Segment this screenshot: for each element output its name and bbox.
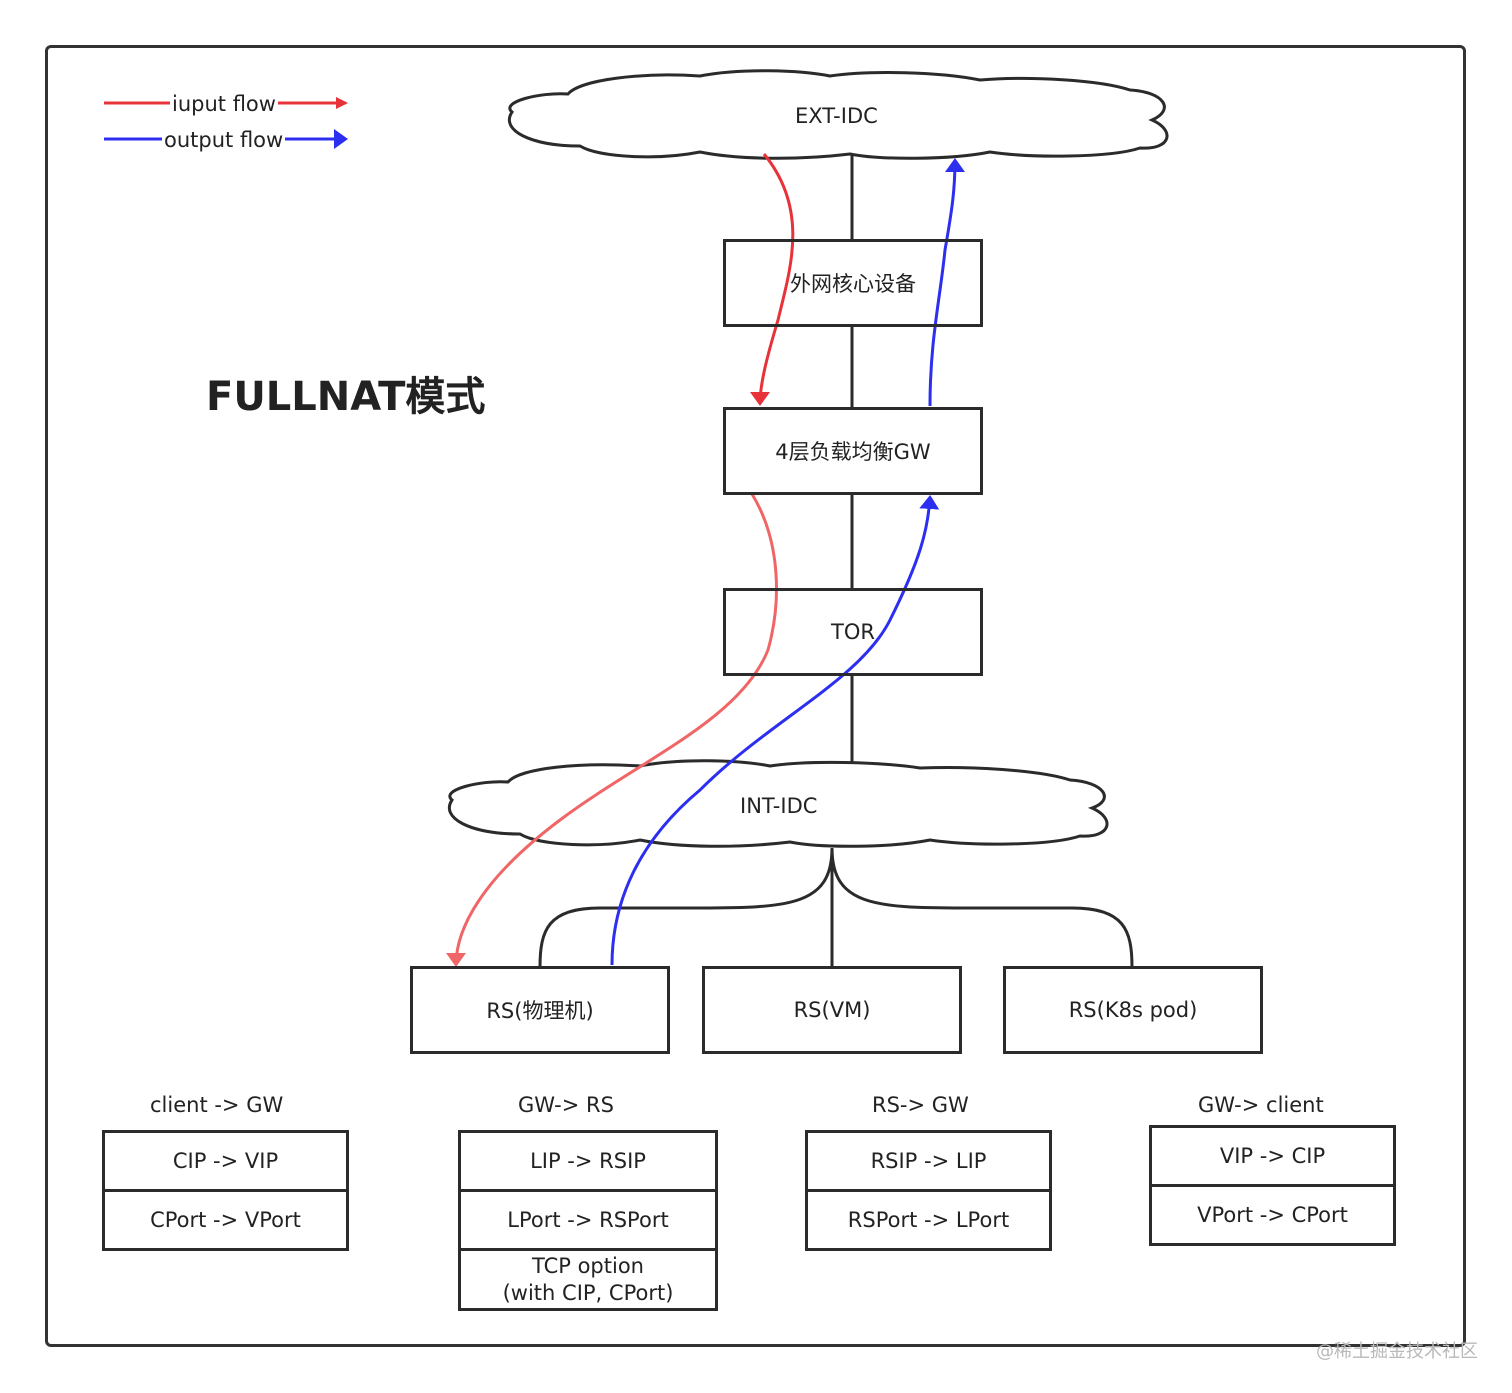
table-heading-gw-client: GW-> client bbox=[1198, 1093, 1324, 1117]
gw-box: 4层负载均衡GW bbox=[723, 407, 983, 495]
rs-k8s-label: RS(K8s pod) bbox=[1068, 998, 1198, 1022]
table-row: CIP -> VIP bbox=[105, 1133, 346, 1192]
output-flow-gw-to-ext bbox=[928, 158, 965, 407]
ext-idc-label: EXT-IDC bbox=[795, 104, 878, 128]
watermark: @稀土掘金技术社区 bbox=[1316, 1341, 1478, 1362]
table-row: LPort -> RSPort bbox=[461, 1192, 715, 1251]
table-row: TCP option (with CIP, CPort) bbox=[502, 1254, 674, 1305]
rs-vm-box: RS(VM) bbox=[702, 966, 962, 1054]
input-flow-ext-to-gw bbox=[750, 153, 795, 406]
table-row: VPort -> CPort bbox=[1197, 1202, 1348, 1227]
table-row: VIP -> CIP bbox=[1152, 1128, 1393, 1187]
diagram-frame bbox=[45, 45, 1466, 1347]
table-row: CPort -> VPort bbox=[150, 1207, 301, 1232]
rs-physical-box: RS(物理机) bbox=[410, 966, 670, 1054]
table-heading-client-gw: client -> GW bbox=[150, 1093, 284, 1117]
table-rs-gw: RSIP -> LIP RSPort -> LPort bbox=[805, 1130, 1052, 1251]
input-flow-gw-to-rs bbox=[446, 493, 778, 967]
table-client-gw: CIP -> VIP CPort -> VPort bbox=[102, 1130, 349, 1251]
tor-box: TOR bbox=[723, 588, 983, 676]
core-device-label: 外网核心设备 bbox=[790, 272, 916, 296]
gw-label: 4层负载均衡GW bbox=[775, 440, 931, 464]
table-heading-gw-rs: GW-> RS bbox=[518, 1093, 614, 1117]
table-row: LIP -> RSIP bbox=[461, 1133, 715, 1192]
core-device-box: 外网核心设备 bbox=[723, 239, 983, 327]
table-row: RSIP -> LIP bbox=[808, 1133, 1049, 1192]
rs-physical-label: RS(物理机) bbox=[486, 999, 594, 1023]
table-gw-rs: LIP -> RSIP LPort -> RSPort TCP option (… bbox=[458, 1130, 718, 1311]
diagram-title: FULLNAT模式 bbox=[206, 374, 486, 420]
link-int-rs-k8s bbox=[830, 847, 1134, 968]
legend-input-label: iuput flow bbox=[170, 92, 278, 116]
table-heading-rs-gw: RS-> GW bbox=[872, 1093, 969, 1117]
table-gw-client: VIP -> CIP VPort -> CPort bbox=[1149, 1125, 1396, 1246]
tor-label: TOR bbox=[831, 620, 875, 644]
ext-idc-cloud bbox=[507, 69, 1169, 160]
output-flow-rs-to-gw bbox=[610, 495, 940, 966]
rs-vm-label: RS(VM) bbox=[793, 998, 871, 1022]
rs-k8s-box: RS(K8s pod) bbox=[1003, 966, 1263, 1054]
int-idc-label: INT-IDC bbox=[740, 794, 818, 818]
legend-output-label: output flow bbox=[162, 128, 286, 152]
link-int-rs-physical bbox=[538, 847, 834, 968]
table-row: RSPort -> LPort bbox=[847, 1207, 1010, 1232]
